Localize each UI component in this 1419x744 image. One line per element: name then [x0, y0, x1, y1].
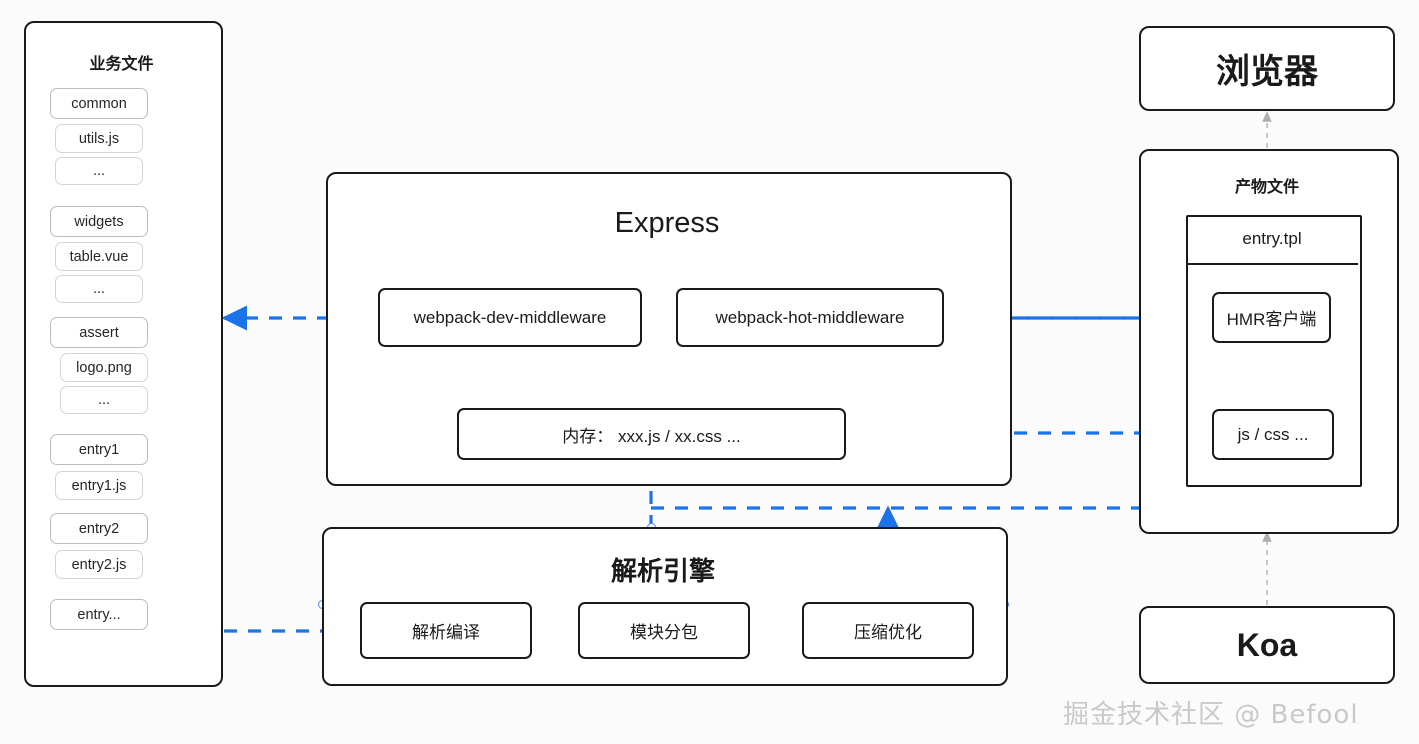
file-chip-ellipsis-3[interactable]: ...	[60, 386, 148, 414]
engine-title: 解析引擎	[610, 555, 715, 586]
file-chip-common[interactable]: common	[50, 88, 148, 119]
webpack-hot-middleware-box[interactable]: webpack-hot-middleware	[676, 288, 944, 347]
hmr-client-box[interactable]: HMR客户端	[1212, 292, 1331, 343]
file-chip-widgets[interactable]: widgets	[50, 206, 148, 237]
file-chip-entry2-js[interactable]: entry2.js	[55, 550, 143, 579]
entry-tpl-header[interactable]: entry.tpl	[1186, 215, 1358, 265]
file-chip-assert[interactable]: assert	[50, 317, 148, 348]
watermark: 掘金技术社区 @ Befool	[1063, 700, 1359, 730]
file-chip-table-vue[interactable]: table.vue	[55, 242, 143, 271]
engine-step-minify[interactable]: 压缩优化	[802, 602, 974, 659]
file-chip-entry2[interactable]: entry2	[50, 513, 148, 544]
assets-box[interactable]: js / css ...	[1212, 409, 1334, 460]
file-chip-logo-png[interactable]: logo.png	[60, 353, 148, 382]
file-chip-entry-more[interactable]: entry...	[50, 599, 148, 630]
engine-step-bundle[interactable]: 模块分包	[578, 602, 750, 659]
file-chip-entry1-js[interactable]: entry1.js	[55, 471, 143, 500]
business-files-title: 业务文件	[89, 56, 154, 73]
browser-box[interactable]: 浏览器	[1139, 26, 1395, 111]
engine-step-parse[interactable]: 解析编译	[360, 602, 532, 659]
file-chip-utils-js[interactable]: utils.js	[55, 124, 143, 153]
file-chip-ellipsis-1[interactable]: ...	[55, 157, 143, 185]
koa-box[interactable]: Koa	[1139, 606, 1395, 684]
artifacts-title: 产物文件	[1234, 179, 1299, 196]
file-chip-ellipsis-2[interactable]: ...	[55, 275, 143, 303]
memory-box[interactable]: 内存： xxx.js / xx.css ...	[457, 408, 846, 460]
express-title: Express	[614, 206, 720, 239]
webpack-dev-middleware-box[interactable]: webpack-dev-middleware	[378, 288, 642, 347]
file-chip-entry1[interactable]: entry1	[50, 434, 148, 465]
